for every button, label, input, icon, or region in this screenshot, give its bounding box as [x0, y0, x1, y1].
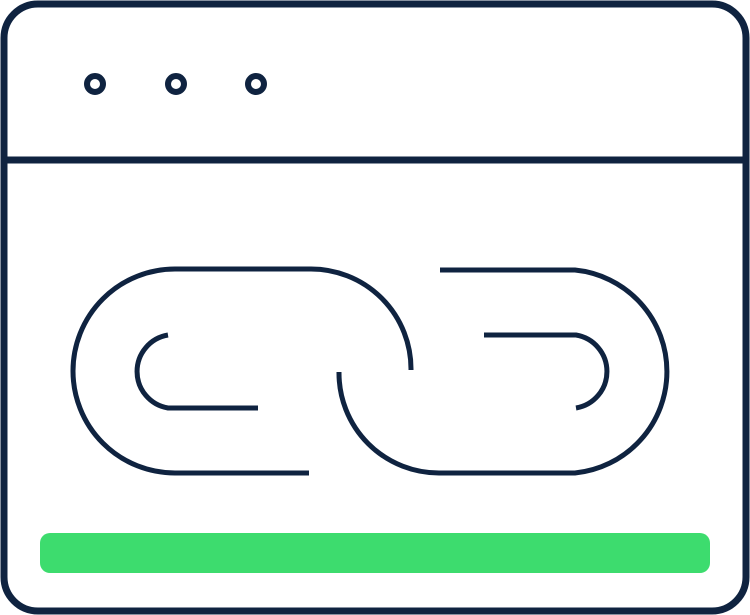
- right-link-outer: [336, 267, 670, 476]
- chain-link-icon: [70, 266, 670, 476]
- window-dot-3: [245, 73, 267, 95]
- right-link-inner: [484, 332, 610, 411]
- left-link-inner: [134, 332, 258, 411]
- accent-bar: [40, 533, 710, 573]
- left-link-outer: [70, 266, 414, 476]
- window-dot-2: [165, 73, 187, 95]
- window-dot-1: [84, 73, 106, 95]
